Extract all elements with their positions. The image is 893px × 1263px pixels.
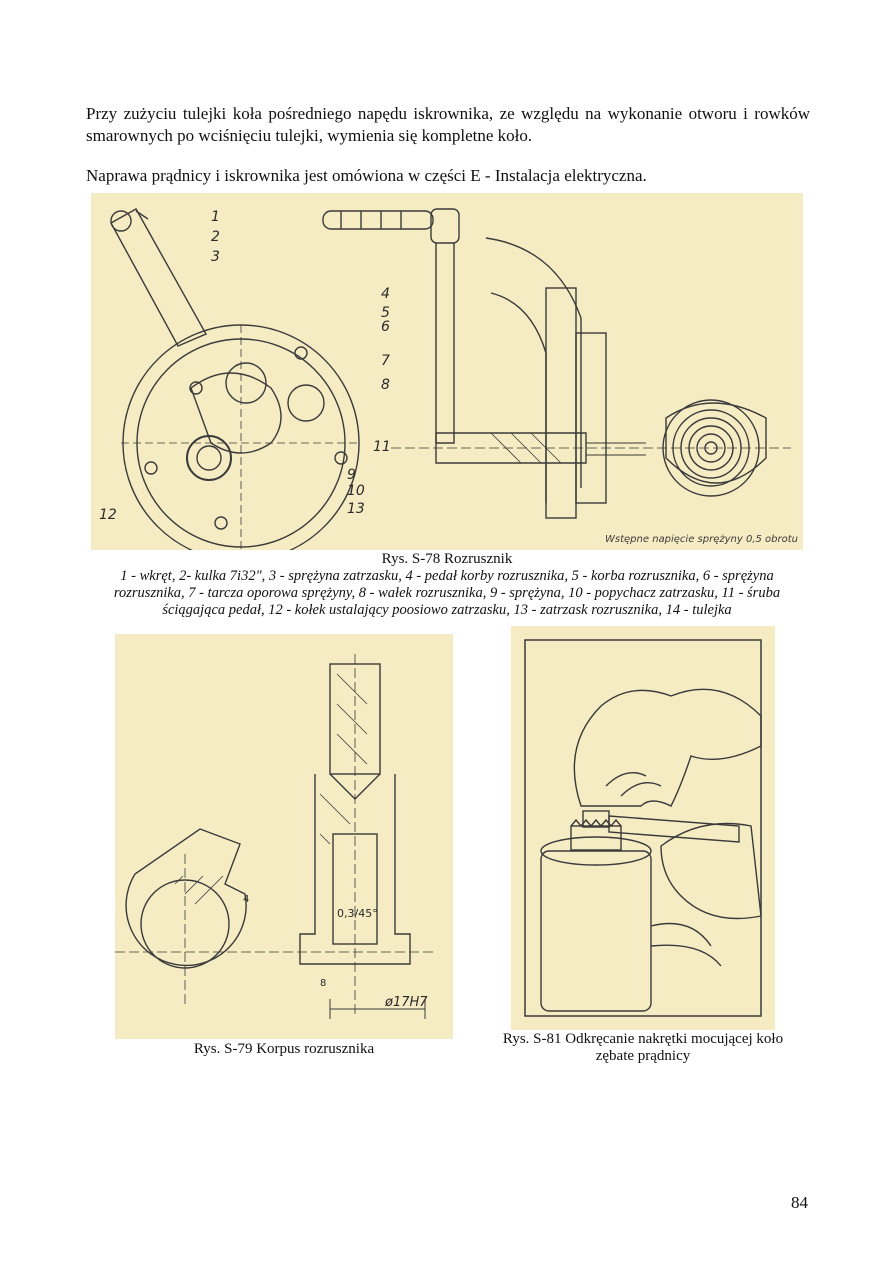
figure-odkrecanie-photo [511, 626, 775, 1030]
legend-rys-s78: 1 - wkręt, 2- kulka 7i32", 3 - sprężyna … [113, 568, 781, 618]
paragraph-tulejka: Przy zużyciu tulejki koła pośredniego na… [86, 104, 810, 145]
callout-10: 10 [347, 483, 365, 499]
callout-12: 12 [99, 507, 117, 523]
callout-3: 3 [211, 249, 220, 265]
spring-tension-note: Wstępne napięcie sprężyny 0,5 obrotu [605, 534, 798, 545]
figure-korpus-drawing: 0,3/45° ø17H7 4 8 [115, 634, 453, 1039]
odkrecanie-illustration [524, 639, 762, 1017]
dim-bore: ø17H7 [384, 995, 428, 1010]
rozrusznik-technical-drawing: 1 2 3 4 5 6 7 8 11 9 10 13 12 Wstępne na… [99, 208, 798, 550]
callout-6: 6 [381, 319, 390, 335]
callout-5: 5 [381, 305, 390, 321]
caption-rys-s79: Rys. S-79 Korpus rozrusznika [193, 1041, 375, 1057]
callout-7: 7 [381, 353, 390, 369]
callout-11: 11 [373, 439, 391, 455]
page-number: 84 [791, 1193, 808, 1212]
caption-rys-s81: Rys. S-81 Odkręcanie nakrętki mocującej … [502, 1031, 784, 1064]
dim-chamfer: 0,3/45° [337, 907, 378, 920]
korpus-technical-drawing: 0,3/45° ø17H7 4 8 [115, 654, 435, 1019]
dim-4: 4 [243, 894, 249, 905]
callout-1: 1 [211, 209, 220, 225]
callout-labels: 1 2 3 4 5 6 7 8 11 9 10 13 12 Wstępne na… [99, 209, 798, 545]
paragraph-pradnica: Naprawa prądnicy i iskrownika jest omówi… [86, 166, 647, 185]
callout-4: 4 [381, 286, 390, 302]
callout-2: 2 [211, 229, 220, 245]
callout-8: 8 [381, 377, 390, 393]
callout-13: 13 [347, 501, 365, 517]
dim-8: 8 [320, 978, 326, 989]
caption-rys-s78: Rys. S-78 Rozrusznik [381, 551, 513, 567]
figure-rozrusznik-drawing: 1 2 3 4 5 6 7 8 11 9 10 13 12 Wstępne na… [91, 193, 803, 550]
callout-9: 9 [347, 467, 356, 483]
